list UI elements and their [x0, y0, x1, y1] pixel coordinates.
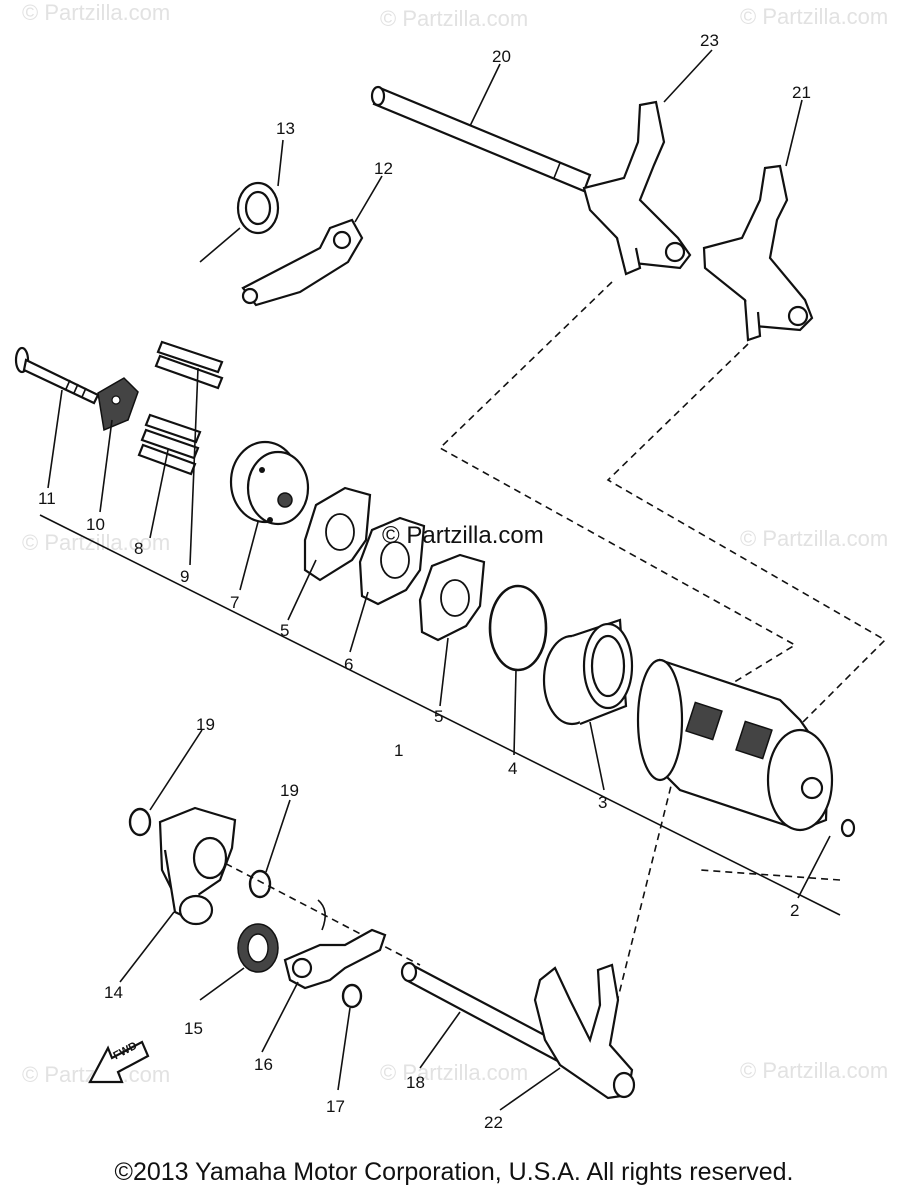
pins-8	[137, 413, 202, 476]
callout-number: 20	[492, 47, 511, 66]
circlip-19-left	[128, 807, 152, 837]
circlip-19-right	[248, 869, 272, 899]
shift-fork-22	[533, 963, 636, 1100]
callout-number: 12	[374, 159, 393, 178]
watermark-center: © Partzilla.com	[382, 522, 544, 549]
shift-cam-1	[636, 658, 834, 832]
bearing-3	[542, 618, 634, 726]
callout-number: 9	[180, 567, 190, 586]
callout-number: 23	[700, 31, 719, 50]
callout-number: 21	[792, 83, 811, 102]
callout-number: 5	[280, 621, 290, 640]
callout-number: 7	[230, 593, 240, 612]
fork-shaft-20	[370, 85, 592, 193]
plate-6	[358, 516, 426, 606]
callout-number: 18	[406, 1073, 425, 1092]
callout-number: 19	[280, 781, 299, 800]
fwd-arrow-icon	[88, 1040, 150, 1084]
callout-number: 17	[326, 1097, 345, 1116]
clip-17	[341, 983, 363, 1009]
callout-number: 4	[508, 759, 518, 778]
callout-number: 16	[254, 1055, 273, 1074]
shift-fork-23	[582, 100, 692, 276]
lever-14	[158, 806, 237, 926]
callout-number: 5	[434, 707, 444, 726]
callout-number: 22	[484, 1113, 503, 1132]
watermark: © Partzilla.com	[22, 0, 171, 25]
watermark: © Partzilla.com	[380, 6, 529, 31]
callout-number: 13	[276, 119, 295, 138]
pin-2	[840, 818, 856, 838]
watermark: © Partzilla.com	[740, 4, 889, 29]
watermark: © Partzilla.com	[740, 526, 889, 551]
callout-number: 8	[134, 539, 144, 558]
callout-number: 6	[344, 655, 354, 674]
plate-5-upper	[303, 486, 372, 582]
callout-number: 10	[86, 515, 105, 534]
bolt-11	[14, 346, 100, 405]
callout-number: 2	[790, 901, 800, 920]
lever-16	[283, 928, 387, 990]
stopper-lever-12	[241, 218, 364, 307]
segment-7	[229, 440, 310, 526]
watermark: © Partzilla.com	[740, 1058, 889, 1083]
watermark: © Partzilla.com	[380, 1060, 529, 1085]
callout-number: 19	[196, 715, 215, 734]
callout-number: 14	[104, 983, 123, 1002]
plate-10	[97, 377, 139, 432]
circlip-4	[488, 584, 548, 672]
plate-5-lower	[418, 553, 486, 642]
callout-number: 11	[38, 489, 56, 508]
spring-13	[199, 181, 280, 263]
spring-15	[237, 923, 279, 973]
callout-number: 3	[598, 793, 608, 812]
callout-number: 15	[184, 1019, 203, 1038]
shift-fork-21	[702, 164, 814, 342]
copyright-notice: ©2013 Yamaha Motor Corporation, U.S.A. A…	[114, 1158, 794, 1186]
callout-number: 1	[394, 741, 404, 760]
pins-9	[154, 340, 224, 390]
